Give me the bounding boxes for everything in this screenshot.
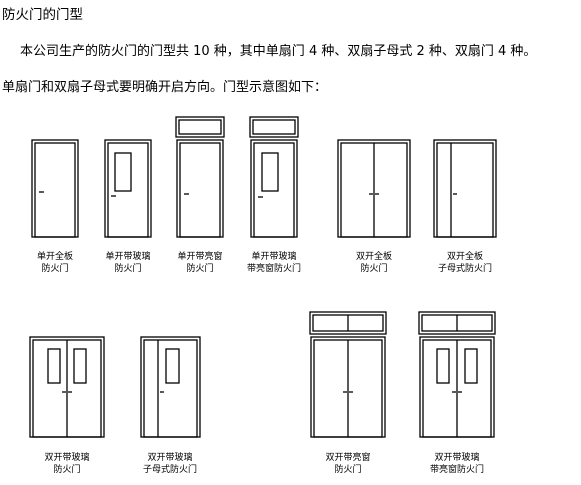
door-caption: 单开带玻璃 防火门 <box>105 252 151 274</box>
door-double-glass-unequal <box>140 336 201 438</box>
door-caption: 双开全板 子母式防火门 <box>437 252 492 274</box>
door-double-transom <box>309 311 387 438</box>
door-double-glass-transom <box>418 311 496 438</box>
door-caption: 单开带玻璃 带亮窗防火门 <box>246 252 301 274</box>
door-double-full-panel <box>337 139 411 238</box>
door-single-transom <box>175 116 225 238</box>
door-caption: 双开带玻璃 子母式防火门 <box>142 453 197 475</box>
door-caption: 单开全板 防火门 <box>36 252 73 274</box>
door-single-glass-transom <box>249 116 299 238</box>
door-caption: 双开带玻璃 带亮窗防火门 <box>429 453 484 475</box>
page-title: 防火门的门型 <box>2 7 83 23</box>
instruction-paragraph: 单扇门和双扇子母式要明确开启方向。门型示意图如下： <box>2 80 328 95</box>
door-caption: 单开带亮窗 防火门 <box>177 252 223 274</box>
door-double-full-unequal <box>433 139 497 238</box>
door-caption: 双开全板 防火门 <box>355 252 392 274</box>
door-caption: 双开带玻璃 防火门 <box>44 453 90 475</box>
door-caption: 双开带亮窗 防火门 <box>325 453 371 475</box>
intro-paragraph: 本公司生产的防火门的门型共 10 种，其中单扇门 4 种、双扇子母式 2 种、双… <box>20 44 537 59</box>
door-single-full-panel <box>31 139 79 238</box>
door-single-glass <box>104 139 152 238</box>
door-double-glass <box>29 336 105 438</box>
